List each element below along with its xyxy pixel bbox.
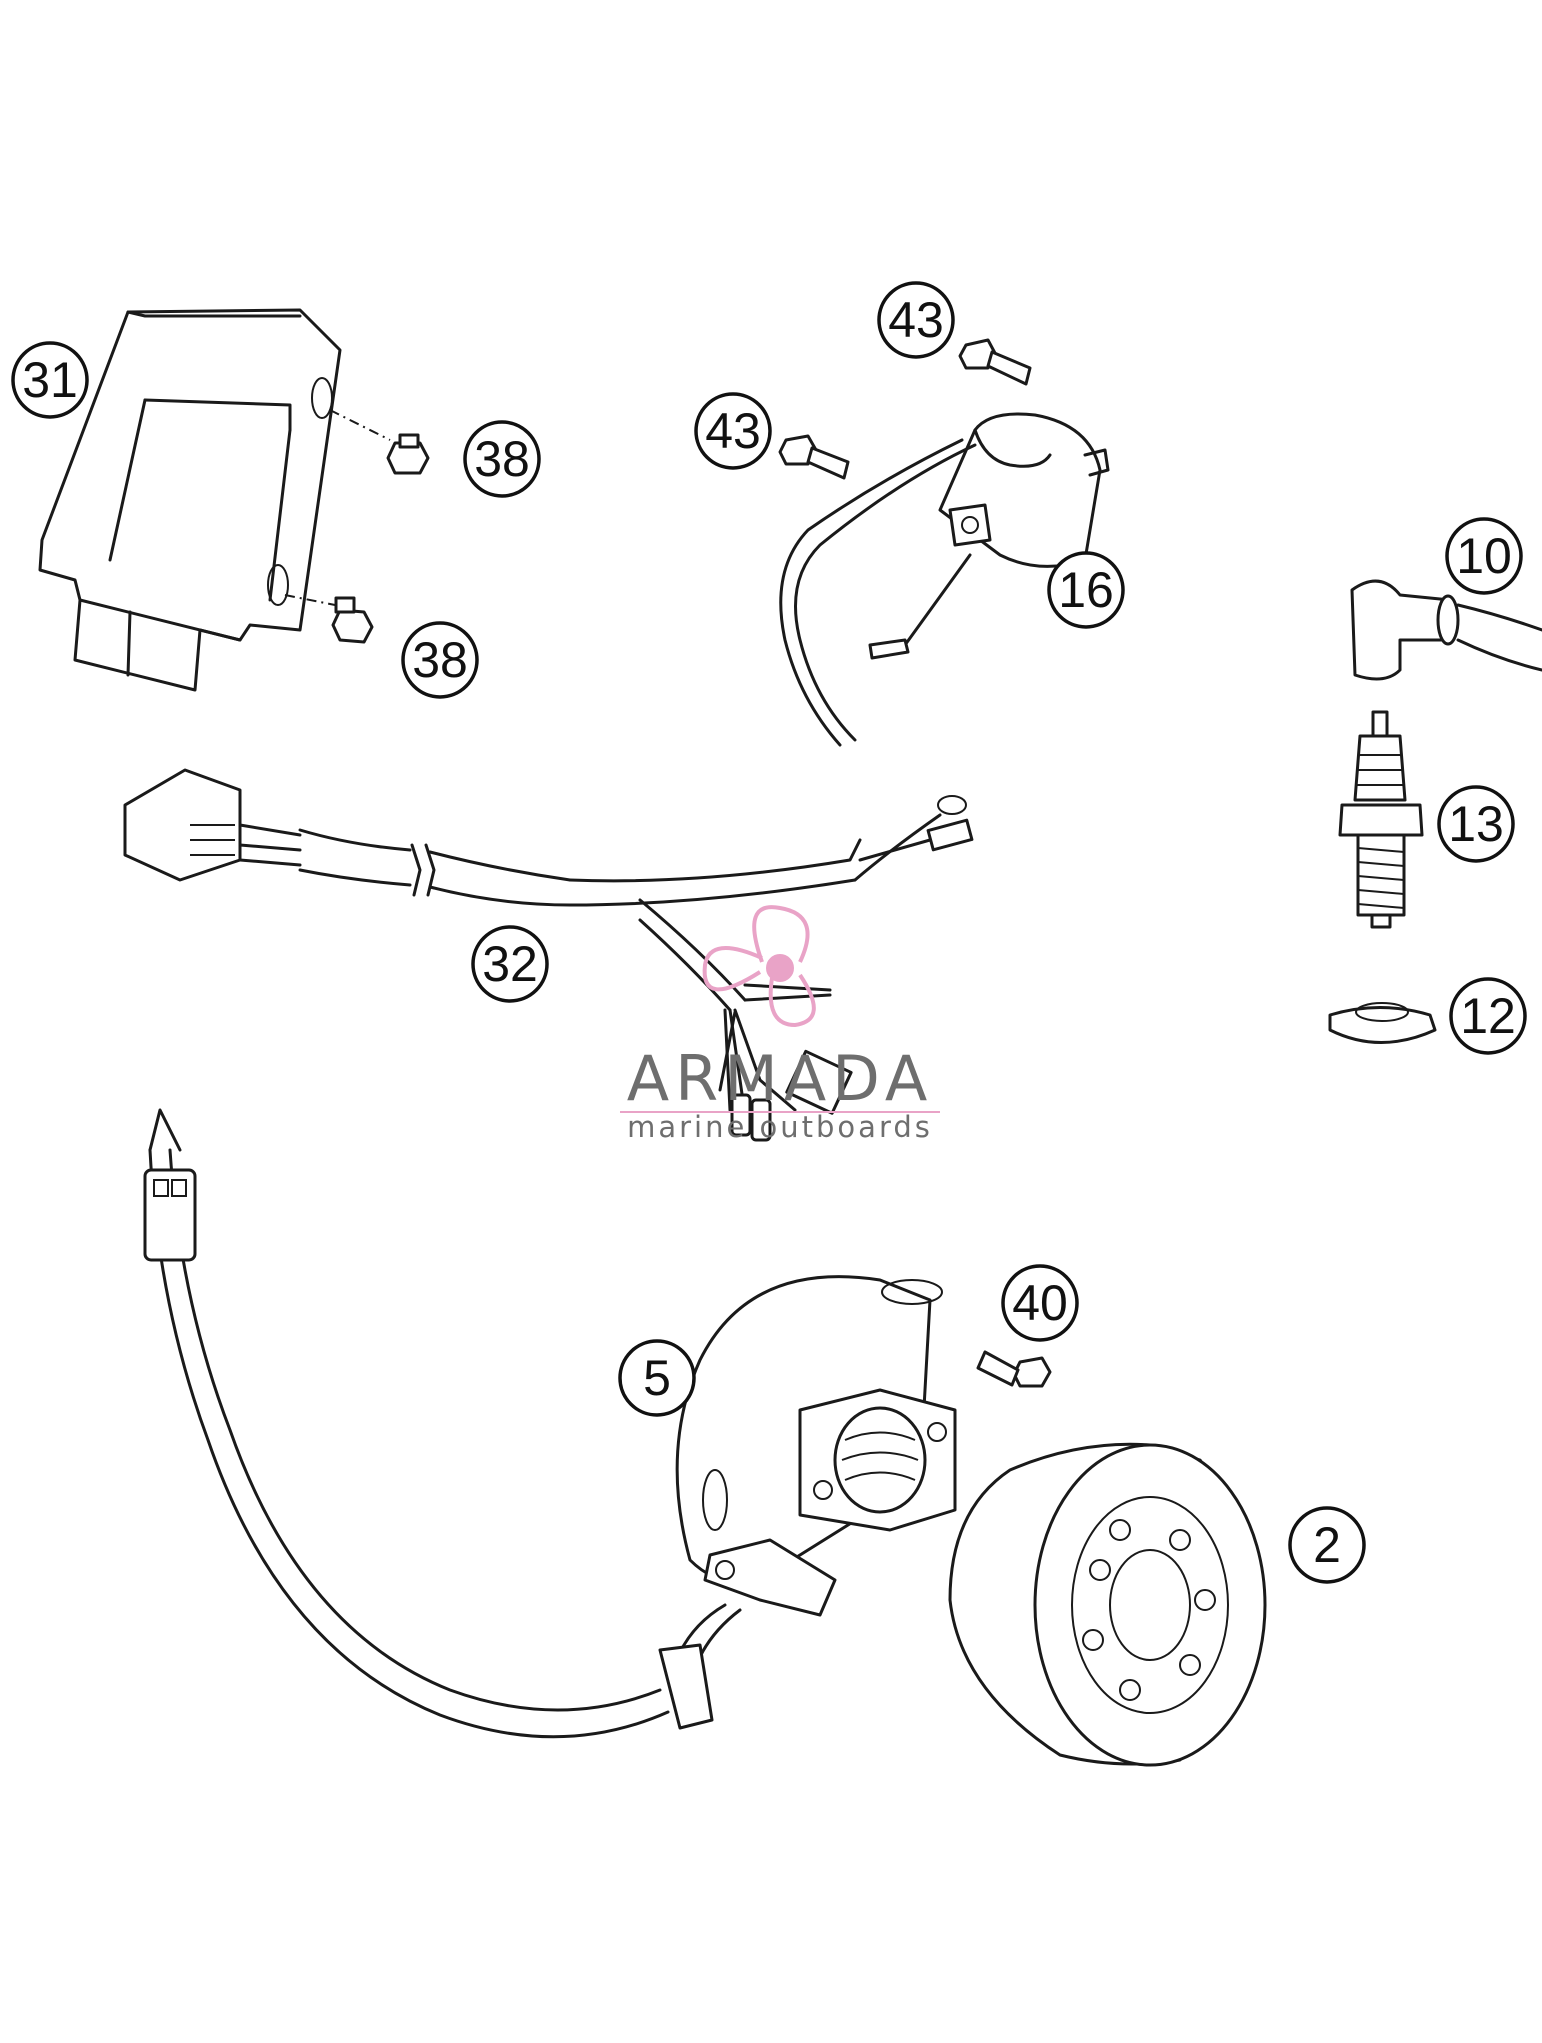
- callout-ecu-bolt-lower: 38: [401, 621, 479, 699]
- spark-plug: [1338, 710, 1424, 929]
- callout-label: 10: [1456, 528, 1512, 584]
- coil-bolt-top: [958, 338, 1032, 386]
- callout-label: 38: [474, 431, 530, 487]
- spark-plug-cap: [1350, 579, 1542, 681]
- stator-bolt: [976, 1350, 1052, 1388]
- callout-stator: 5: [618, 1339, 696, 1417]
- callout-label: 38: [412, 632, 468, 688]
- ignition-coil: [779, 412, 1110, 747]
- coil-bolt-left: [778, 434, 850, 480]
- ecu-unit: [38, 308, 391, 692]
- callout-label: 13: [1448, 796, 1504, 852]
- watermark-name: ARMADA: [627, 1042, 933, 1115]
- callout-label: 43: [705, 403, 761, 459]
- callout-label: 31: [22, 352, 78, 408]
- callout-label: 12: [1460, 988, 1516, 1044]
- callout-label: 16: [1058, 562, 1114, 618]
- callout-rotor: 2: [1288, 1506, 1366, 1584]
- callout-ecu-bolt-upper: 38: [463, 420, 541, 498]
- callout-wiring-harness: 32: [471, 925, 549, 1003]
- watermark-tagline: marine outboards: [627, 1110, 933, 1144]
- callout-coil-bolt-top: 43: [877, 281, 955, 359]
- callout-spark-plug: 13: [1437, 785, 1515, 863]
- callout-spark-plug-cap: 10: [1445, 517, 1523, 595]
- callout-label: 43: [888, 292, 944, 348]
- wiring-harness: [123, 768, 974, 1142]
- plug-seal: [1328, 1002, 1437, 1044]
- ecu-bolt-upper: [386, 433, 430, 475]
- callout-label: 40: [1012, 1275, 1068, 1331]
- stator-cable: [143, 1108, 742, 1739]
- callout-stator-bolt: 40: [1001, 1264, 1079, 1342]
- propeller-logo-icon: [702, 905, 816, 1028]
- ecu-bolt-lower: [331, 596, 374, 644]
- callout-label: 5: [643, 1350, 671, 1406]
- callout-label: 32: [482, 936, 538, 992]
- rotor-flywheel: [948, 1442, 1267, 1767]
- armada-watermark: ARMADA marine outboards: [620, 905, 940, 1144]
- callout-plug-seal: 12: [1449, 977, 1527, 1055]
- stator-plate: [675, 1275, 957, 1617]
- callout-ignition-coil: 16: [1047, 551, 1125, 629]
- callout-label: 2: [1313, 1517, 1341, 1573]
- callout-coil-bolt-left: 43: [694, 392, 772, 470]
- callout-ecu: 31: [11, 341, 89, 419]
